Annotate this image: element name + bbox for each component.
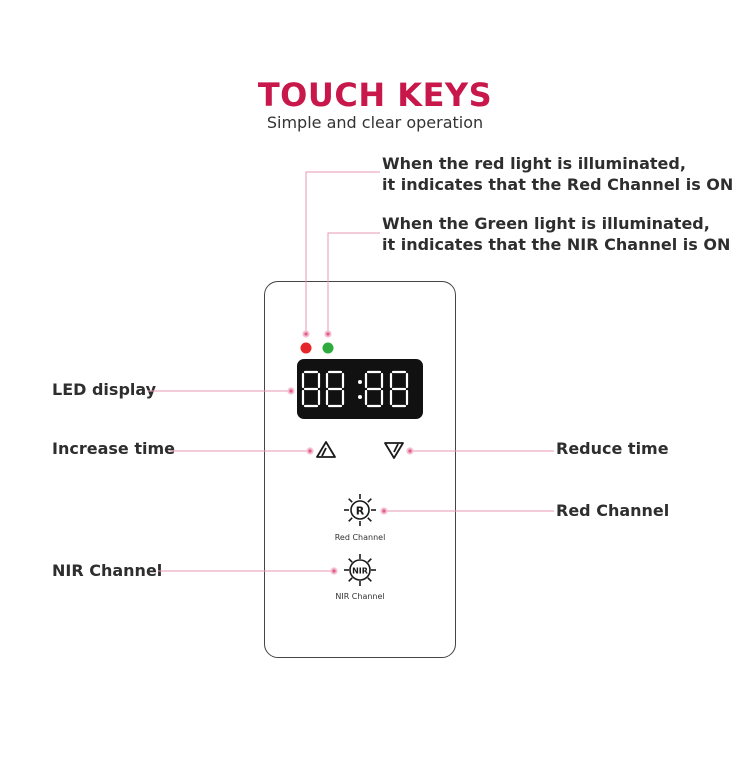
leader-line-red-light xyxy=(305,171,380,332)
device-panel xyxy=(264,281,456,658)
reduce-time-button[interactable] xyxy=(384,442,404,459)
up-arrow-icon-inner xyxy=(321,447,327,457)
dot-red-channel xyxy=(380,507,388,515)
nir-channel-button-circle xyxy=(349,559,371,581)
dot-red-light xyxy=(302,330,310,338)
nir-channel-button-letters: NIR xyxy=(352,567,368,576)
callout-red-channel: Red Channel xyxy=(556,501,670,520)
nir-sun-icon xyxy=(344,554,376,586)
up-arrow-icon xyxy=(316,441,336,458)
callout-green-light: When the Green light is illuminated, it … xyxy=(382,213,730,255)
red-channel-button-circle xyxy=(350,500,370,520)
dot-reduce-time xyxy=(406,447,414,455)
red-indicator-light xyxy=(300,342,312,354)
dot-led-display xyxy=(287,387,295,395)
increase-time-button[interactable] xyxy=(316,441,336,458)
callout-led-display: LED display xyxy=(52,380,157,399)
callout-red-light-line-2: it indicates that the Red Channel is ON xyxy=(382,175,734,194)
dot-increase-time xyxy=(306,447,314,455)
down-arrow-icon-inner xyxy=(393,443,399,453)
nir-channel-button-label: NIR Channel xyxy=(335,592,385,601)
callout-increase-time: Increase time xyxy=(52,439,175,458)
callout-reduce-time: Reduce time xyxy=(556,439,669,458)
green-indicator-light xyxy=(322,342,334,354)
red-channel-button-letter: R xyxy=(356,505,365,518)
callout-green-light-line-2: it indicates that the NIR Channel is ON xyxy=(382,235,731,254)
led-digits xyxy=(301,370,409,408)
callout-red-light-line-1: When the red light is illuminated, xyxy=(382,154,686,173)
callout-nir-channel: NIR Channel xyxy=(52,561,163,580)
page-title: TOUCH KEYS xyxy=(257,76,493,114)
red-channel-button-label: Red Channel xyxy=(334,533,386,542)
callout-green-light-line-1: When the Green light is illuminated, xyxy=(382,214,710,233)
leader-line-green-light xyxy=(327,232,380,332)
callout-red-light: When the red light is illuminated, it in… xyxy=(382,153,733,195)
nir-channel-button[interactable]: NIR xyxy=(344,554,376,586)
red-channel-button[interactable]: R xyxy=(344,494,376,526)
leader-dots xyxy=(287,330,414,575)
leader-lines xyxy=(148,171,554,572)
red-sun-icon xyxy=(344,494,376,526)
led-colon xyxy=(358,380,362,399)
down-arrow-icon xyxy=(384,442,404,459)
dot-nir-channel xyxy=(330,567,338,575)
page-subtitle: Simple and clear operation xyxy=(266,113,484,132)
dot-green-light xyxy=(324,330,332,338)
